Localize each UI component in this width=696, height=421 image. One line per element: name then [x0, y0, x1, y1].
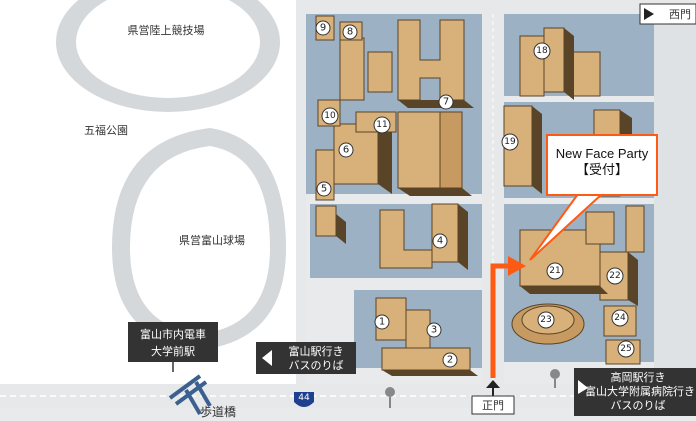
building-18-marker: 18	[533, 42, 551, 60]
svg-text:3: 3	[431, 325, 437, 336]
building-3-marker: 3	[426, 322, 442, 338]
baseball-stadium-label: 県営富山球場	[179, 233, 245, 247]
building-22-marker: 22	[606, 267, 624, 285]
svg-text:6: 6	[343, 145, 349, 156]
registration-callout: New Face Party 【受付】	[546, 134, 658, 196]
building-2-marker: 2	[442, 352, 458, 368]
svg-text:44: 44	[298, 393, 310, 403]
building-8-marker: 8	[342, 24, 358, 40]
route-44-badge: 44	[294, 392, 314, 407]
lamp-marker-west	[385, 387, 395, 408]
takaoka-bus-sign: 高岡駅行き 富山大学附属病院行き バスのりば	[574, 368, 696, 416]
left-arrow-icon	[262, 350, 272, 366]
west-gate-arrow-icon	[644, 8, 654, 20]
svg-text:21: 21	[549, 266, 560, 276]
svg-text:25: 25	[620, 344, 631, 354]
svg-text:4: 4	[437, 236, 443, 247]
athletics-stadium-label: 県営陸上競技場	[128, 23, 205, 37]
svg-text:バスのりば: バスのりば	[611, 399, 666, 412]
svg-text:高岡駅行き: 高岡駅行き	[611, 370, 666, 384]
toyama-bus-sign: 富山駅行き バスのりば	[256, 342, 356, 374]
route-arrow	[490, 256, 526, 378]
svg-text:11: 11	[376, 120, 387, 130]
svg-text:2: 2	[447, 355, 453, 366]
svg-text:正門: 正門	[482, 399, 504, 412]
svg-text:22: 22	[609, 271, 620, 281]
svg-text:大学前駅: 大学前駅	[151, 344, 195, 358]
building-1-marker: 1	[374, 314, 390, 330]
svg-text:19: 19	[504, 137, 516, 147]
building-21-marker: 21	[546, 262, 564, 280]
building-5-marker: 5	[316, 181, 332, 197]
building-11-marker: 11	[373, 116, 391, 134]
tram-station-sign: 富山市内電車 大学前駅	[128, 322, 218, 372]
svg-text:8: 8	[347, 27, 353, 38]
building-7-marker: 7	[438, 94, 454, 110]
building-9-marker: 9	[315, 20, 331, 36]
building-6-marker: 6	[338, 142, 354, 158]
footbridge-label: 歩道橋	[200, 404, 236, 419]
athletics-stadium	[56, 0, 280, 112]
svg-text:5: 5	[321, 184, 327, 195]
lamp-marker-east	[550, 369, 560, 388]
park-label: 五福公園	[84, 123, 128, 137]
svg-text:9: 9	[320, 23, 326, 34]
west-gate-marker: 西門	[639, 3, 696, 25]
north-road	[296, 0, 696, 18]
building-23-marker: 23	[537, 311, 555, 329]
main-gate-marker: 正門	[471, 380, 515, 415]
callout-subtitle: 【受付】	[575, 162, 628, 177]
right-arrow-icon	[578, 380, 588, 394]
svg-text:1: 1	[379, 317, 385, 328]
building-25-marker: 25	[617, 340, 635, 358]
footbridge-icon	[168, 374, 212, 416]
svg-text:24: 24	[614, 313, 626, 323]
building-19-marker: 19	[501, 133, 519, 151]
building-markers: 1 2 3 4 5 6 7 8 9 10 11 18 19 21 22 23 2…	[315, 20, 635, 368]
svg-text:富山市内電車: 富山市内電車	[140, 327, 206, 341]
callout-title: New Face Party	[555, 146, 649, 161]
svg-text:18: 18	[536, 46, 548, 56]
svg-text:7: 7	[443, 97, 449, 108]
baseball-stadium	[112, 128, 286, 350]
building-24-marker: 24	[611, 309, 629, 327]
svg-text:10: 10	[324, 111, 336, 121]
building-10-marker: 10	[321, 107, 339, 125]
svg-text:富山大学附属病院行き: 富山大学附属病院行き	[585, 384, 695, 398]
building-4-marker: 4	[432, 233, 448, 249]
svg-text:富山駅行き: 富山駅行き	[289, 344, 344, 358]
svg-text:バスのりば: バスのりば	[289, 359, 344, 372]
svg-text:23: 23	[540, 315, 551, 325]
svg-text:西門: 西門	[669, 8, 691, 21]
